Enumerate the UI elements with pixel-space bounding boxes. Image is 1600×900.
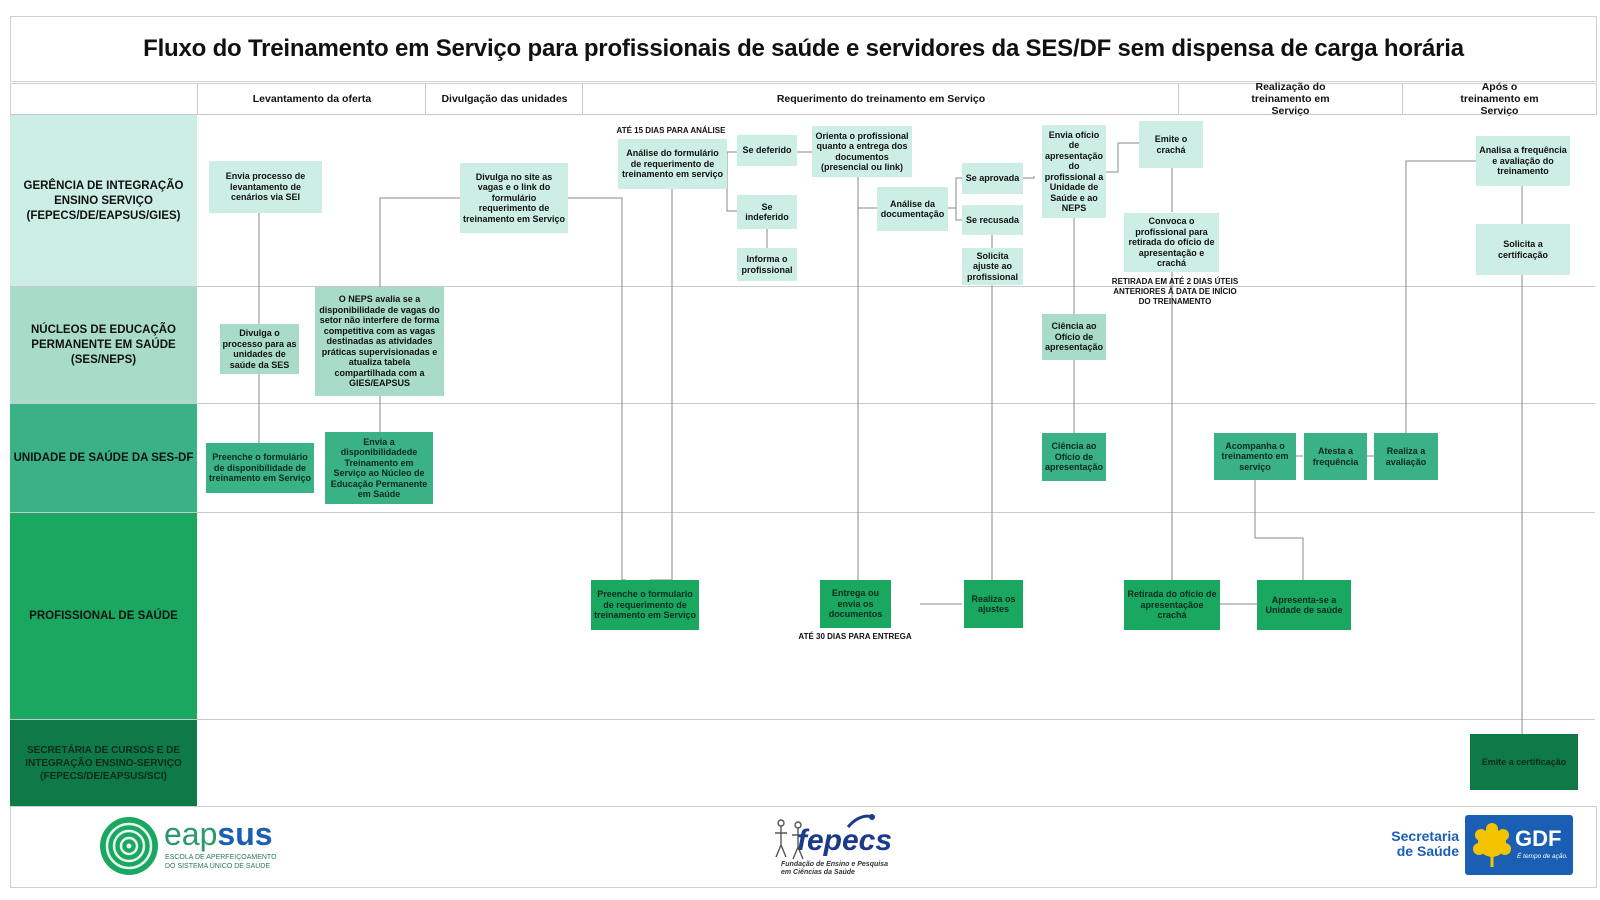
fepecs-figures-icon bbox=[775, 819, 804, 860]
lane-label-unidade: UNIDADE DE SAÚDE DA SES-DF bbox=[10, 404, 197, 513]
secretaria-saude-logo: Secretaria de Saúde bbox=[1391, 828, 1459, 859]
box-analise-formulario: Análise do formulário de requerimento de… bbox=[618, 139, 727, 189]
eapsus-logo: eapsus ESCOLA DE APERFEIÇOAMENTO DO SIST… bbox=[98, 815, 298, 879]
box-realiza-avaliacao: Realiza a avaliação bbox=[1374, 433, 1438, 480]
gdf-logo: GDF É tempo de ação. bbox=[1465, 815, 1573, 875]
eapsus-spiral-icon bbox=[100, 817, 158, 875]
box-analise-documentacao: Análise da documentação bbox=[877, 187, 948, 231]
box-se-indeferido: Se indeferido bbox=[737, 195, 797, 229]
box-ciencia-neps: Ciência ao Ofício de apresentação bbox=[1042, 314, 1106, 360]
phase-header-row: Levantamento da oferta Divulgação das un… bbox=[10, 81, 1597, 117]
lane-gies: GERÊNCIA DE INTEGRAÇÃO ENSINO SERVIÇO (F… bbox=[10, 114, 1595, 287]
box-se-deferido: Se deferido bbox=[737, 135, 797, 166]
phase-realizacao: Realização do treinamento em Serviço bbox=[1178, 81, 1402, 117]
lane-label-sci: SECRETÁRIA DE CURSOS E DE INTEGRAÇÃO ENS… bbox=[10, 720, 197, 807]
footer-logos: eapsus ESCOLA DE APERFEIÇOAMENTO DO SIST… bbox=[10, 806, 1597, 888]
fepecs-swoosh-icon bbox=[846, 814, 875, 829]
box-orienta-profissional: Orienta o profissional quanto a entrega … bbox=[812, 126, 912, 177]
lane-label-neps: NÚCLEOS DE EDUCAÇÃO PERMANENTE EM SAÚDE … bbox=[10, 287, 197, 404]
box-atesta: Atesta a frequência bbox=[1304, 433, 1367, 480]
box-informa-profissional: Informa o profissional bbox=[737, 248, 797, 281]
box-neps-avalia: O NEPS avalia se a disponibilidade de va… bbox=[315, 287, 444, 396]
eapsus-wordmark: eapsus bbox=[164, 816, 273, 852]
box-realiza-ajustes: Realiza os ajustes bbox=[964, 580, 1023, 628]
gdf-slogan: É tempo de ação. bbox=[1517, 853, 1568, 860]
note-retirada-2-dias: RETIRADA EM ATÉ 2 DIAS ÚTEIS ANTERIORES … bbox=[1111, 277, 1239, 306]
phase-apos: Após o treinamento em Serviço bbox=[1402, 81, 1596, 117]
gdf-flower-icon bbox=[1473, 823, 1511, 867]
box-analisa-frequencia: Analisa a frequência e avaliação do trei… bbox=[1476, 136, 1570, 186]
box-entrega-documentos: Entrega ou envia os documentos bbox=[820, 580, 891, 628]
lane-label-profissional: PROFISSIONAL DE SAÚDE bbox=[10, 513, 197, 720]
fepecs-wordmark: fepecs bbox=[797, 824, 893, 857]
box-se-aprovada: Se aprovada bbox=[962, 163, 1023, 194]
box-retirada-oficio: Retirada do ofício de apresentaçãoe crac… bbox=[1124, 580, 1220, 630]
box-convoca-profissional: Convoca o profissional para retirada do … bbox=[1124, 213, 1219, 272]
lane-profissional: PROFISSIONAL DE SAÚDE bbox=[10, 512, 1595, 720]
lane-label-gies: GERÊNCIA DE INTEGRAÇÃO ENSINO SERVIÇO (F… bbox=[10, 115, 197, 287]
phase-divulgacao: Divulgação das unidades bbox=[425, 84, 583, 114]
box-preenche-disponibilidade: Preenche o formulário de disponibilidade… bbox=[206, 443, 314, 493]
lane-neps: NÚCLEOS DE EDUCAÇÃO PERMANENTE EM SAÚDE … bbox=[10, 286, 1595, 404]
eapsus-subtitle: ESCOLA DE APERFEIÇOAMENTO DO SISTEMA ÚNI… bbox=[165, 854, 277, 870]
box-ciencia-unidade: Ciência ao Ofício de apresentação bbox=[1042, 433, 1106, 481]
box-solicita-ajuste: Solicita ajuste ao profissional bbox=[962, 248, 1023, 285]
lane-sci: SECRETÁRIA DE CURSOS E DE INTEGRAÇÃO ENS… bbox=[10, 719, 1595, 808]
box-divulga-processo: Divulga o processo para as unidades de s… bbox=[220, 324, 299, 374]
phase-levantamento: Levantamento da oferta bbox=[197, 84, 426, 114]
box-acompanha: Acompanha o treinamento em serviço bbox=[1214, 433, 1296, 480]
gdf-wordmark: GDF bbox=[1515, 826, 1562, 851]
fepecs-subtitle: Fundação de Ensino e Pesquisa em Ciência… bbox=[781, 861, 888, 876]
box-envia-processo: Envia processo de levantamento de cenári… bbox=[209, 161, 322, 213]
box-se-recusada: Se recusada bbox=[962, 205, 1023, 235]
lane-unidade: UNIDADE DE SAÚDE DA SES-DF bbox=[10, 403, 1595, 513]
box-emite-certificacao: Emite a certificação bbox=[1470, 734, 1578, 790]
box-divulga-site: Divulga no site as vagas e o link do for… bbox=[460, 163, 568, 233]
box-envia-disponibilidade: Envia a disponibilidadede Treinamento em… bbox=[325, 432, 433, 504]
note-ate-30-dias: ATÉ 30 DIAS PARA ENTREGA bbox=[798, 632, 912, 641]
box-emite-cracha: Emite o crachá bbox=[1139, 121, 1203, 168]
box-solicita-certificacao: Solicita a certificação bbox=[1476, 224, 1570, 275]
box-apresenta-unidade: Apresenta-se a Unidade de saúde bbox=[1257, 580, 1351, 630]
box-preenche-requerimento: Preenche o formulario de requerimento de… bbox=[591, 580, 699, 630]
phase-requerimento: Requerimento do treinamento em Serviço bbox=[582, 84, 1179, 114]
box-envia-oficio: Envia ofício de apresentação do profissi… bbox=[1042, 125, 1106, 218]
page-title: Fluxo do Treinamento em Serviço para pro… bbox=[143, 35, 1464, 62]
title-bar: Fluxo do Treinamento em Serviço para pro… bbox=[10, 16, 1597, 82]
fepecs-logo: fepecs Fundação de Ensino e Pesquisa em … bbox=[771, 811, 901, 883]
note-ate-15-dias: ATÉ 15 DIAS PARA ANÁLISE bbox=[616, 126, 726, 135]
